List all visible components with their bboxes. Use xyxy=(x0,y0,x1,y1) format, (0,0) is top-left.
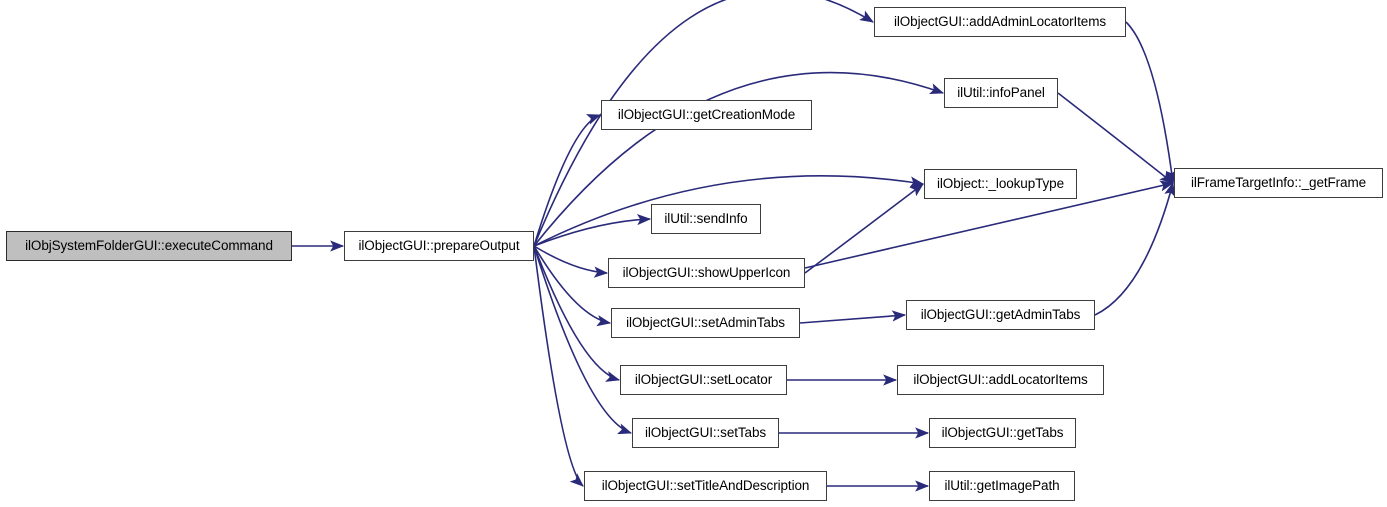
graph-node-setTitleAndDescription[interactable]: ilObjectGUI::setTitleAndDescription xyxy=(584,471,827,501)
graph-node-getCreationMode[interactable]: ilObjectGUI::getCreationMode xyxy=(601,100,812,130)
graph-edge-prepareOutput-to-infoPanel xyxy=(533,71,945,247)
graph-edge-showUpperIcon-to-lookupType xyxy=(804,183,924,274)
graph-node-addAdminLocatorItems[interactable]: ilObjectGUI::addAdminLocatorItems xyxy=(874,7,1126,37)
graph-node-label: ilUtil::getImagePath xyxy=(944,478,1060,494)
graph-node-label: ilObjectGUI::showUpperIcon xyxy=(622,265,791,281)
graph-edge-prepareOutput-to-setLocator xyxy=(533,245,621,382)
graph-node-label: ilObjectGUI::getAdminTabs xyxy=(920,307,1081,323)
graph-node-label: ilObjectGUI::prepareOutput xyxy=(358,238,520,254)
graph-node-lookupType[interactable]: ilObject::_lookupType xyxy=(924,169,1077,199)
graph-edge-infoPanel-to-getFrame xyxy=(1057,92,1174,184)
graph-node-addLocatorItems[interactable]: ilObjectGUI::addLocatorItems xyxy=(897,365,1104,395)
graph-node-prepareOutput[interactable]: ilObjectGUI::prepareOutput xyxy=(344,231,534,261)
graph-edge-prepareOutput-to-getCreationMode xyxy=(533,114,602,247)
graph-node-label: ilObjectGUI::setTabs xyxy=(644,425,767,441)
graph-node-sendInfo[interactable]: ilUtil::sendInfo xyxy=(651,204,761,234)
graph-node-label: ilUtil::infoPanel xyxy=(957,85,1045,101)
graph-node-label: ilObjectGUI::setLocator xyxy=(634,372,773,388)
graph-node-getAdminTabs[interactable]: ilObjectGUI::getAdminTabs xyxy=(906,300,1095,330)
graph-node-label: ilObjectGUI::getTabs xyxy=(941,425,1064,441)
graph-node-label: ilFrameTargetInfo::_getFrame xyxy=(1190,175,1367,191)
graph-node-setLocator[interactable]: ilObjectGUI::setLocator xyxy=(620,365,787,395)
graph-node-label: ilObjectGUI::setTitleAndDescription xyxy=(601,478,810,494)
graph-node-executeCommand[interactable]: ilObjSystemFolderGUI::executeCommand xyxy=(6,231,292,261)
graph-node-getTabs[interactable]: ilObjectGUI::getTabs xyxy=(929,418,1076,448)
graph-edge-prepareOutput-to-sendInfo xyxy=(533,213,652,247)
graph-edge-prepareOutput-to-setTitleAndDescription xyxy=(533,245,584,487)
graph-edge-prepareOutput-to-setAdminTabs xyxy=(533,245,612,327)
graph-node-showUpperIcon[interactable]: ilObjectGUI::showUpperIcon xyxy=(608,258,805,288)
graph-edge-getAdminTabs-to-getFrame xyxy=(1094,181,1176,316)
graph-node-label: ilObjectGUI::addLocatorItems xyxy=(913,372,1088,388)
graph-edge-showUpperIcon-to-getFrame xyxy=(804,180,1175,269)
graph-node-infoPanel[interactable]: ilUtil::infoPanel xyxy=(944,78,1058,108)
graph-node-getImagePath[interactable]: ilUtil::getImagePath xyxy=(929,471,1075,501)
graph-node-label: ilUtil::sendInfo xyxy=(664,211,748,227)
graph-node-label: ilObjectGUI::getCreationMode xyxy=(617,107,796,123)
graph-edge-prepareOutput-to-setTabs xyxy=(533,245,633,435)
graph-edge-setAdminTabs-to-getAdminTabs xyxy=(799,310,907,324)
graph-node-label: ilObjSystemFolderGUI::executeCommand xyxy=(25,238,273,254)
graph-edge-prepareOutput-to-showUpperIcon xyxy=(533,245,609,278)
graph-edge-prepareOutput-to-lookupType xyxy=(533,175,925,247)
graph-node-label: ilObject::_lookupType xyxy=(937,176,1064,192)
graph-edge-prepareOutput-to-addAdminLocatorItems xyxy=(533,0,874,247)
graph-node-getFrame[interactable]: ilFrameTargetInfo::_getFrame xyxy=(1174,168,1383,198)
graph-node-label: ilObjectGUI::addAdminLocatorItems xyxy=(893,14,1107,30)
graph-node-setTabs[interactable]: ilObjectGUI::setTabs xyxy=(632,418,779,448)
graph-node-label: ilObjectGUI::setAdminTabs xyxy=(626,315,785,331)
graph-edge-addAdminLocatorItems-to-getFrame xyxy=(1125,21,1177,185)
graph-node-setAdminTabs[interactable]: ilObjectGUI::setAdminTabs xyxy=(611,308,800,338)
